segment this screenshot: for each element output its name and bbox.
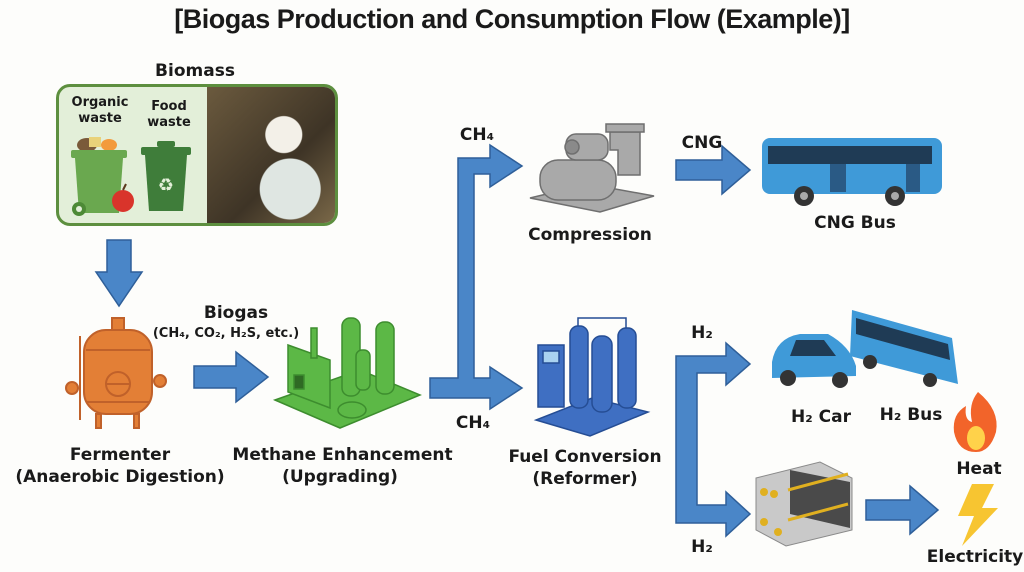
upgrading-plant-icon — [272, 317, 422, 429]
cng-label: CNG — [681, 133, 723, 153]
cng-bus-label: CNG Bus — [814, 213, 896, 233]
food-waste-label: Food waste — [147, 99, 191, 130]
fermenter-label-2: (Anaerobic Digestion) — [15, 467, 225, 487]
biogas-composition: (CH₄, CO₂, H₂S, etc.) — [152, 326, 300, 341]
reformer-icon — [533, 317, 651, 437]
h2-top-label: H₂ — [691, 323, 713, 343]
h2-car-icon — [772, 334, 856, 388]
compressor-icon — [529, 123, 655, 213]
heat-flame-icon — [953, 392, 997, 452]
cng-bus-icon — [762, 138, 942, 206]
page-title: [Biogas Production and Consumption Flow … — [174, 4, 850, 34]
h2-bus-label: H₂ Bus — [879, 405, 943, 425]
biomass-heading: Biomass — [155, 61, 235, 81]
organic-waste-label: Organic waste — [71, 95, 129, 126]
h2-car-label: H₂ Car — [791, 407, 851, 427]
h2-bottom-label: H₂ — [691, 537, 713, 557]
arrow-biomass-to-fermenter — [94, 239, 144, 308]
fermenter-label-1: Fermenter — [69, 445, 171, 465]
waste-bins-icon: ♻ — [71, 137, 191, 216]
reformer-label-1: Fuel Conversion — [508, 447, 662, 467]
ch4-bottom-label: CH₄ — [455, 413, 491, 433]
ch4-top-label: CH₄ — [459, 125, 495, 145]
compression-label: Compression — [528, 225, 652, 245]
arrow-fermenter-to-upgrading — [193, 350, 270, 404]
heat-label: Heat — [956, 459, 1002, 479]
upgrading-label-1: Methane Enhancement — [232, 445, 453, 465]
upgrading-label-2: (Upgrading) — [282, 467, 398, 487]
reformer-label-2: (Reformer) — [532, 469, 638, 489]
arrow-ch4-split — [429, 143, 524, 411]
biogas-label: Biogas — [203, 303, 269, 323]
electricity-label: Electricity — [926, 547, 1024, 567]
arrow-h2-split — [675, 341, 752, 538]
svg-text:♻: ♻ — [158, 175, 174, 196]
arrow-fuelcell-to-energy — [865, 484, 940, 536]
h2-bus-icon — [850, 310, 958, 387]
biomass-panel: Organic waste Food waste ♻ — [56, 84, 338, 226]
arrow-compression-to-bus — [675, 144, 752, 196]
electricity-bolt-icon — [958, 484, 998, 546]
fermenter-icon — [65, 317, 167, 429]
food-waste-photo — [207, 87, 335, 223]
fuel-cell-icon — [755, 461, 853, 547]
